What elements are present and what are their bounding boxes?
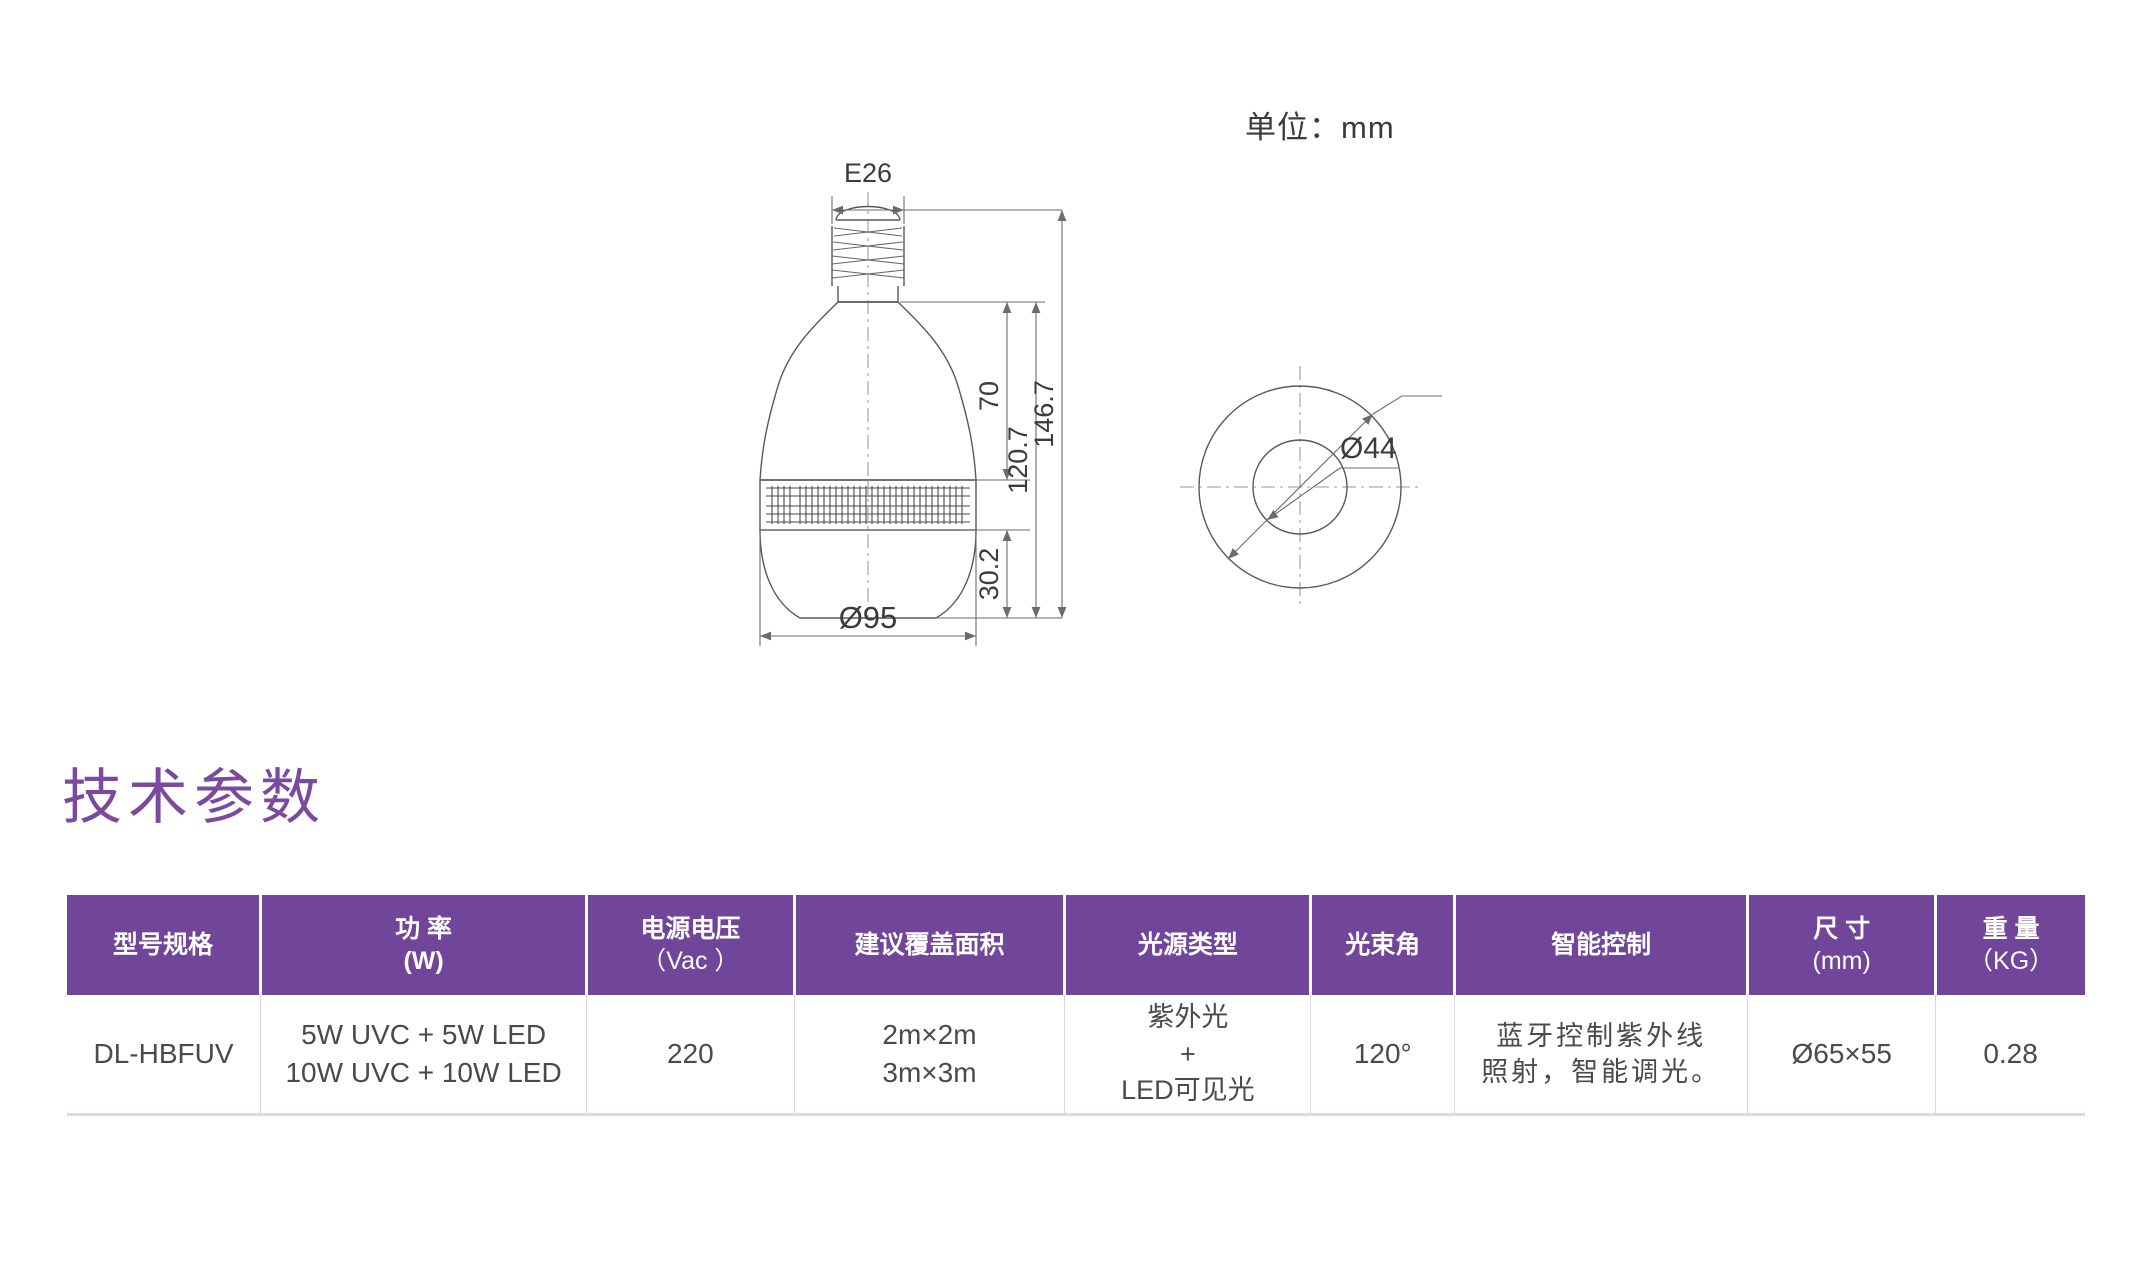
column-header-size: 尺 寸 (mm) bbox=[1747, 895, 1938, 995]
column-header-beam-angle: 光束角 bbox=[1310, 895, 1457, 995]
drawing-dim-146-7: 146.7 bbox=[1029, 380, 1059, 448]
cell-smart-control-line1: 蓝牙控制紫外线 bbox=[1496, 1020, 1707, 1051]
cell-coverage: 2m×2m 3m×3m bbox=[794, 995, 1066, 1116]
drawing-dim-30-2: 30.2 bbox=[974, 548, 1004, 601]
cell-model-value: DL-HBFUV bbox=[93, 1038, 234, 1070]
cell-model: DL-HBFUV bbox=[67, 995, 261, 1116]
drawing-dim-70: 70 bbox=[974, 381, 1004, 411]
table-header-row: 型号规格 功 率 (W) 电源电压 （Vac ） 建议覆盖面积 光源类型 光束角… bbox=[67, 895, 2085, 995]
column-header-model: 型号规格 bbox=[67, 895, 262, 995]
unit-note: 单位：mm bbox=[1245, 110, 1395, 145]
cell-power-line1: 5W UVC + 5W LED bbox=[301, 1019, 547, 1051]
column-header-source-type: 光源类型 bbox=[1064, 895, 1313, 995]
cell-smart-control-line2: 照射，智能调光。 bbox=[1481, 1057, 1722, 1087]
column-header-smart-control-main: 智能控制 bbox=[1551, 931, 1652, 959]
column-header-size-sub: (mm) bbox=[1812, 947, 1871, 975]
column-header-weight-main: 重 量 bbox=[1982, 915, 2040, 943]
cell-voltage: 220 bbox=[586, 995, 795, 1116]
column-header-weight-sub: （KG） bbox=[1968, 947, 2055, 975]
column-header-power-sub: (W) bbox=[403, 947, 444, 975]
cell-size: Ø65×55 bbox=[1747, 995, 1937, 1116]
drawing-dim-diameter-95: Ø95 bbox=[839, 600, 898, 635]
cell-coverage-line2: 3m×3m bbox=[882, 1057, 977, 1088]
column-header-voltage-sub: （Vac ） bbox=[641, 947, 740, 975]
column-header-weight: 重 量 （KG） bbox=[1935, 895, 2085, 995]
table-row: DL-HBFUV 5W UVC + 5W LED 10W UVC + 10W L… bbox=[67, 995, 2085, 1116]
column-header-coverage-main: 建议覆盖面积 bbox=[854, 931, 1005, 959]
column-header-smart-control: 智能控制 bbox=[1454, 895, 1750, 995]
page-title: 技术参数 bbox=[62, 764, 326, 831]
column-header-source-type-main: 光源类型 bbox=[1137, 931, 1238, 959]
cell-source-type-line3: LED可见光 bbox=[1121, 1075, 1255, 1106]
column-header-voltage-main: 电源电压 bbox=[640, 915, 741, 943]
drawing-dim-diameter-44: Ø44 bbox=[1340, 432, 1397, 465]
drawing-dim-120-7: 120.7 bbox=[1003, 426, 1033, 494]
column-header-coverage: 建议覆盖面积 bbox=[794, 895, 1067, 995]
spec-table: 型号规格 功 率 (W) 电源电压 （Vac ） 建议覆盖面积 光源类型 光束角… bbox=[67, 895, 2085, 1116]
column-header-size-main: 尺 寸 bbox=[1813, 915, 1871, 943]
cell-beam-angle: 120° bbox=[1310, 995, 1456, 1116]
drawing-socket-label: E26 bbox=[844, 158, 892, 188]
cell-source-type-line2: + bbox=[1180, 1038, 1196, 1069]
column-header-power: 功 率 (W) bbox=[260, 895, 589, 995]
cell-power: 5W UVC + 5W LED 10W UVC + 10W LED bbox=[260, 995, 588, 1116]
column-header-model-main: 型号规格 bbox=[112, 931, 213, 959]
cell-size-value: Ø65×55 bbox=[1791, 1038, 1892, 1070]
cell-weight-value: 0.28 bbox=[1983, 1038, 2038, 1070]
technical-drawing: .ln { stroke:#595959; stroke-width:1.4; … bbox=[0, 150, 2147, 710]
cell-smart-control: 蓝牙控制紫外线 照射，智能调光。 bbox=[1454, 995, 1749, 1116]
column-header-beam-angle-main: 光束角 bbox=[1345, 931, 1421, 959]
cell-weight: 0.28 bbox=[1935, 995, 2085, 1116]
cell-coverage-line1: 2m×2m bbox=[882, 1019, 977, 1051]
column-header-power-main: 功 率 bbox=[395, 915, 453, 943]
cell-source-type: 紫外光 + LED可见光 bbox=[1064, 995, 1312, 1116]
cell-beam-angle-value: 120° bbox=[1353, 1038, 1412, 1070]
column-header-voltage: 电源电压 （Vac ） bbox=[586, 895, 796, 995]
cell-power-line2: 10W UVC + 10W LED bbox=[285, 1057, 562, 1088]
cell-source-type-line1: 紫外光 bbox=[1147, 1002, 1229, 1033]
cell-voltage-value: 220 bbox=[666, 1038, 714, 1070]
